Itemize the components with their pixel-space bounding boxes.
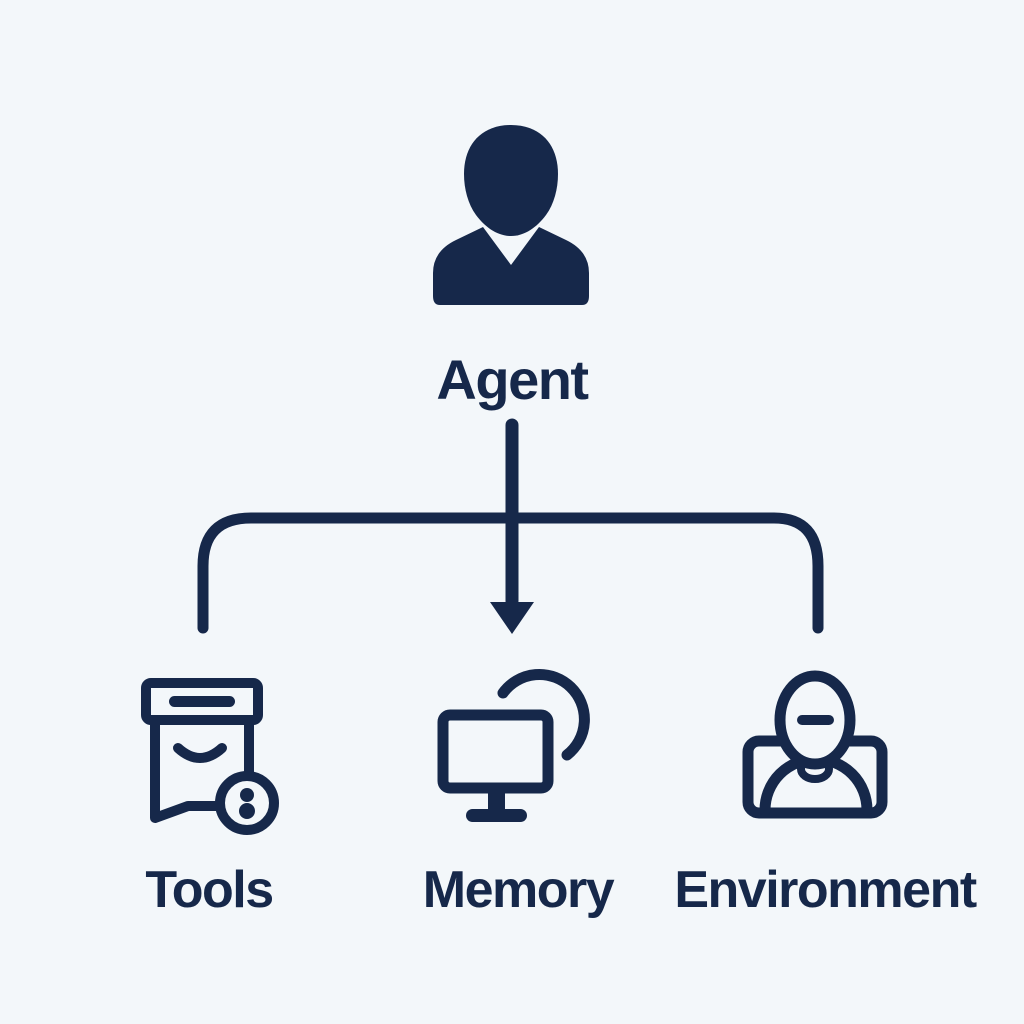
agent-label: Agent: [436, 348, 589, 411]
branch-line: [197, 512, 824, 634]
environment-person-frame-icon: [742, 670, 888, 819]
memory-label: Memory: [422, 861, 615, 919]
environment-label: Environment: [674, 861, 977, 919]
arrow-down-icon: [490, 602, 534, 634]
sync-arc-icon: [497, 668, 590, 761]
tools-label: Tools: [145, 861, 274, 919]
agent-person-icon: [433, 125, 589, 305]
tools-box-icon: [141, 678, 279, 835]
memory-monitor-sync-icon: [437, 668, 590, 822]
face-dash-icon: [797, 715, 834, 725]
monitor-icon: [437, 709, 554, 794]
